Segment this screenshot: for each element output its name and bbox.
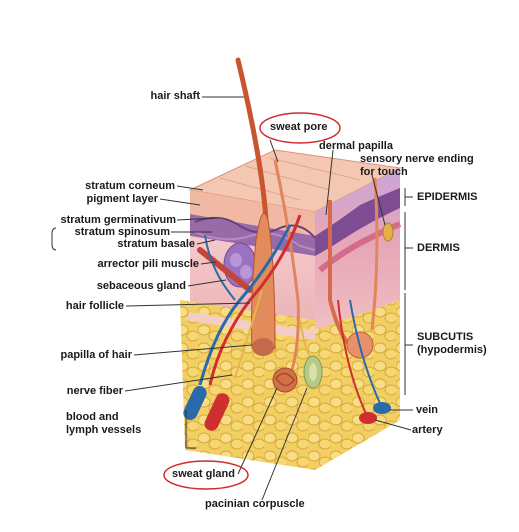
label-subcutis: SUBCUTIS (hypodermis) [417, 331, 487, 356]
label-pigment-layer: pigment layer [86, 193, 158, 205]
sweat-gland-highlight [163, 460, 249, 490]
label-vein: vein [416, 404, 439, 416]
sweat-pore-highlight [259, 112, 341, 144]
label-sebaceous-gland: sebaceous gland [96, 280, 186, 292]
label-arrector-pili-muscle: arrector pili muscle [97, 258, 200, 270]
label-sweat-gland: sweat gland [172, 468, 235, 480]
layer-brackets [51, 188, 413, 395]
sweat-gland-structure [272, 159, 300, 393]
leader-lines [124, 96, 413, 501]
label-epidermis: EPIDERMIS [417, 191, 478, 203]
right-face-layers [315, 168, 402, 470]
dermal-glands-right [328, 177, 394, 359]
label-artery: artery [412, 424, 443, 436]
label-sweat-pore: sweat pore [270, 121, 328, 133]
label-stratum-germinativum: stratum germinativum [60, 214, 176, 226]
highlight-ellipses [163, 112, 341, 490]
nerve-fibers [234, 289, 311, 379]
label-pacinian-corpuscle: pacinian corpuscle [205, 498, 305, 510]
label-stratum-spinosum: stratum spinosum [74, 226, 170, 238]
label-stratum-corneum: stratum corneum [85, 180, 175, 192]
pacinian-corpuscle-shape [303, 355, 323, 389]
label-blood-and-lymph-vessels: blood and lymph vessels [66, 411, 142, 436]
label-stratum-basale: stratum basale [117, 238, 195, 250]
label-hair-follicle: hair follicle [65, 300, 124, 312]
label-sensory-nerve-ending: sensory nerve ending for touch [360, 153, 474, 178]
arrector-pili-muscle-shape [197, 247, 253, 293]
blood-vessels [183, 214, 391, 431]
label-dermal-papilla: dermal papilla [319, 140, 393, 152]
label-nerve-fiber: nerve fiber [66, 385, 123, 397]
label-hair-shaft: hair shaft [150, 90, 200, 102]
label-papilla-of-hair: papilla of hair [60, 349, 132, 361]
label-dermis: DERMIS [417, 242, 460, 254]
